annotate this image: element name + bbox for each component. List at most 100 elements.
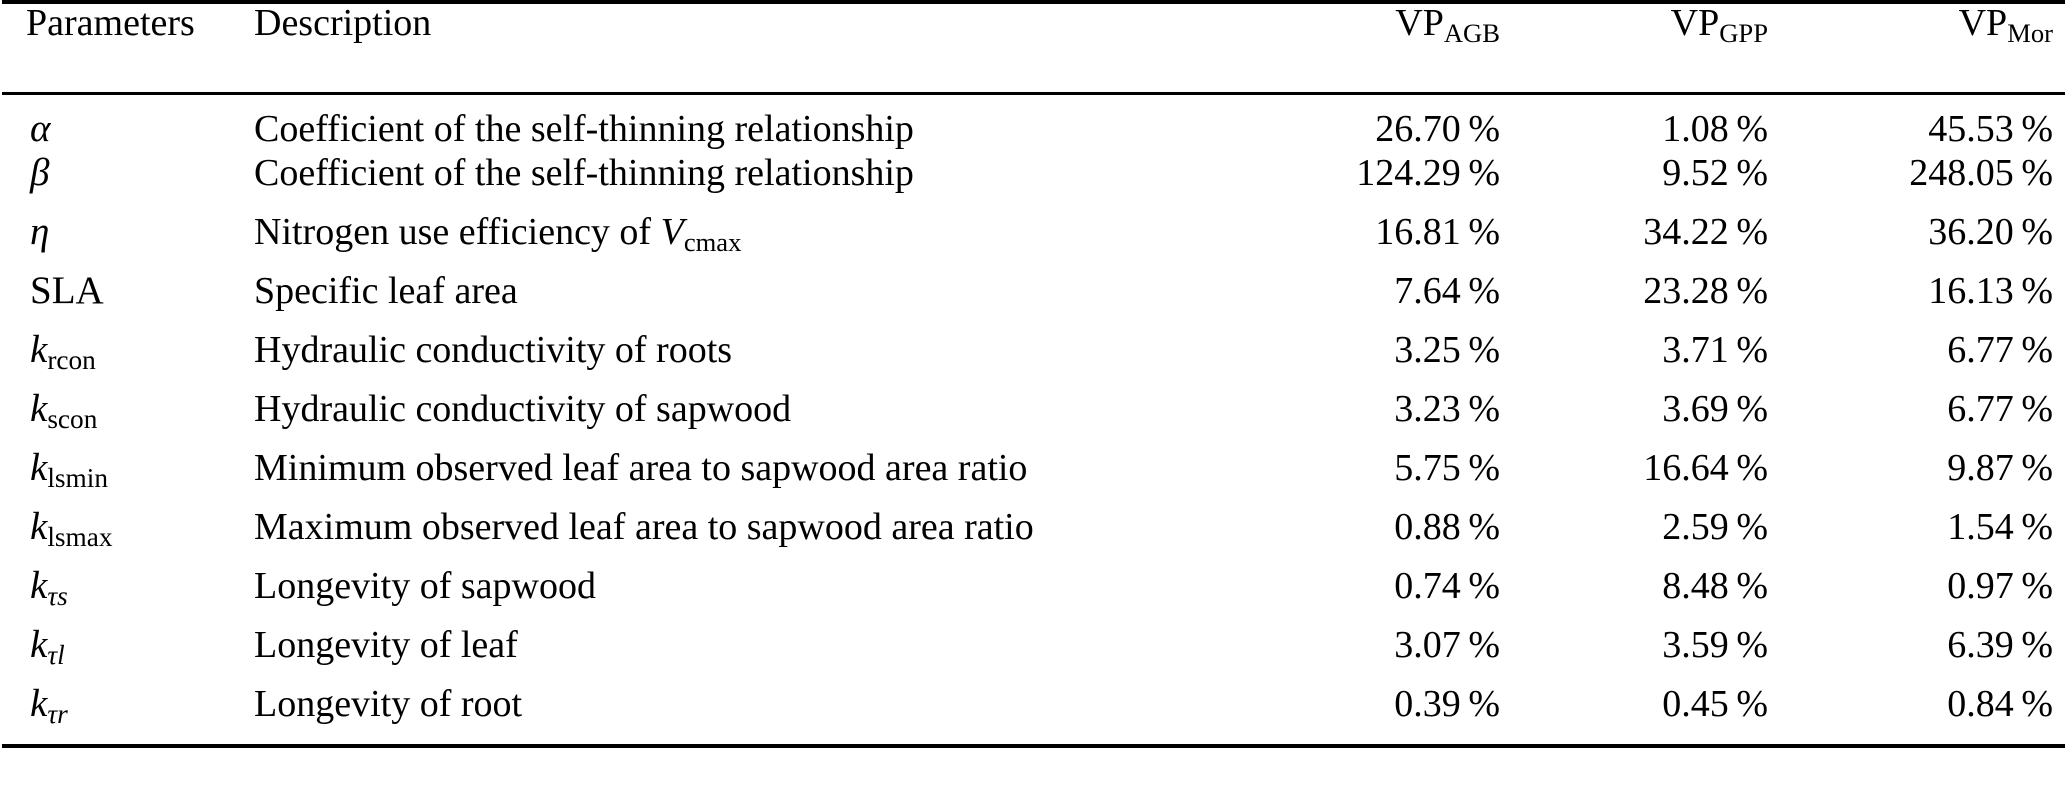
parameter-symbol-base: k <box>30 563 48 607</box>
value-vp-agb: 0.39 % <box>1240 683 1512 748</box>
table-row: klsmax Maximum observed leaf area to sapw… <box>2 507 2065 566</box>
parameter-symbol-base: k <box>30 386 48 430</box>
parameter-description: Longevity of leaf <box>230 625 1240 684</box>
value-vp-gpp: 34.22 % <box>1643 210 1768 253</box>
table-row: η Nitrogen use efficiency of Vcmax 16.81 %… <box>2 212 2065 271</box>
parameter-symbol-subscript: scon <box>47 403 98 434</box>
parameter-description: Minimum observed leaf area to sapwood ar… <box>230 448 1240 507</box>
value-vp-mor: 0.97 % <box>1947 564 2053 607</box>
column-header-vp-agb-base: VP <box>1395 2 1444 44</box>
parameter-symbol: kτs <box>2 566 230 625</box>
table-row: α Coefficient of the self-thinning relati… <box>2 94 2065 153</box>
parameter-symbol-subscript: τr <box>47 698 68 729</box>
parameter-symbol-base: k <box>30 622 48 666</box>
value-vp-agb: 3.25 % <box>1394 328 1500 371</box>
value-vp-mor: 16.13 % <box>1928 269 2053 312</box>
description-text: Maximum observed leaf area to sapwood ar… <box>254 505 1034 548</box>
parameter-symbol: kτl <box>2 625 230 684</box>
column-header-vp-mor-base: VP <box>1958 2 2008 44</box>
description-text: Longevity of root <box>254 682 523 725</box>
parameter-description: Longevity of root <box>230 682 1240 748</box>
value-vp-mor: 248.05 % <box>1909 151 2053 194</box>
value-vp-agb: 16.81 % <box>1375 210 1500 253</box>
parameter-description: Coefficient of the self-thinning relatio… <box>230 153 1240 212</box>
value-vp-mor: 6.77 % <box>1947 387 2053 430</box>
parameter-symbol-base: k <box>30 681 48 725</box>
value-vp-gpp: 16.64 % <box>1643 446 1768 489</box>
parameter-description: Longevity of sapwood <box>230 566 1240 625</box>
value-vp-agb: 0.74 % <box>1394 564 1500 607</box>
value-vp-mor: 0.84 % <box>1780 683 2065 748</box>
description-text: Coefficient of the self-thinning relatio… <box>254 108 914 150</box>
parameter-symbol: α <box>2 94 230 153</box>
parameter-symbol-base: k <box>30 327 48 371</box>
parameter-description: Hydraulic conductivity of sapwood <box>230 389 1240 448</box>
description-text: Longevity of leaf <box>254 623 518 666</box>
parameter-symbol-base: k <box>30 504 48 548</box>
parameter-symbol-subscript: rcon <box>47 344 96 375</box>
parameter-description: Hydraulic conductivity of roots <box>230 330 1240 389</box>
parameter-description: Nitrogen use efficiency of Vcmax <box>230 212 1240 271</box>
value-vp-mor: 6.39 % <box>1947 623 2053 666</box>
parameter-sensitivity-table: Parameters Description VPAGB VPGPP VPMor… <box>2 0 2065 748</box>
column-header-vp-agb-subscript: AGB <box>1443 17 1500 48</box>
table-row: kτl Longevity of leaf 3.07 % 3.59 % 6.39 % <box>2 625 2065 684</box>
column-header-parameters: Parameters <box>2 0 230 95</box>
parameter-symbol-base: k <box>30 445 48 489</box>
parameter-symbol-subscript: τl <box>47 639 65 670</box>
description-text: Longevity of sapwood <box>254 564 596 607</box>
parameter-description: Specific leaf area <box>230 271 1240 330</box>
parameter-description: Maximum observed leaf area to sapwood ar… <box>230 507 1240 566</box>
description-text: Hydraulic conductivity of sapwood <box>254 387 792 430</box>
parameter-symbol: SLA <box>2 271 230 330</box>
value-vp-gpp: 9.52 % <box>1662 151 1768 194</box>
value-vp-gpp: 3.59 % <box>1662 623 1768 666</box>
value-vp-gpp: 1.08 % <box>1662 108 1768 150</box>
value-vp-agb: 26.70 % <box>1375 108 1500 150</box>
column-header-vp-gpp: VPGPP <box>1512 0 1780 95</box>
parameter-symbol-subscript: lsmin <box>47 462 108 493</box>
parameter-symbol: krcon <box>2 330 230 389</box>
table-row: kτr Longevity of root 0.39 %0.45 %0.84 % <box>2 681 2065 748</box>
description-variable: V <box>660 210 684 253</box>
parameter-symbol-subscript: τs <box>47 580 68 611</box>
value-vp-gpp: 0.45 % <box>1512 683 1780 748</box>
column-header-vp-mor-subscript: Mor <box>2007 17 2053 48</box>
column-header-vp-gpp-subscript: GPP <box>1719 17 1768 48</box>
value-vp-mor: 9.87 % <box>1947 446 2053 489</box>
parameter-description: Coefficient of the self-thinning relatio… <box>230 94 1240 153</box>
description-text: Nitrogen use efficiency of <box>254 210 661 253</box>
parameter-symbol-base: η <box>30 209 50 253</box>
parameter-symbol: kscon <box>2 389 230 448</box>
value-vp-agb: 124.29 % <box>1356 151 1500 194</box>
table-row: β Coefficient of the self-thinning relati… <box>2 153 2065 212</box>
description-text: Coefficient of the self-thinning relatio… <box>254 151 914 194</box>
header-row: Parameters Description VPAGB VPGPP VPMor <box>2 0 2065 95</box>
value-vp-agb: 3.07 % <box>1394 623 1500 666</box>
parameter-symbol-base: β <box>30 150 50 194</box>
column-header-vp-agb: VPAGB <box>1240 0 1512 95</box>
value-vp-gpp: 2.59 % <box>1662 505 1768 548</box>
value-vp-gpp: 23.28 % <box>1643 269 1768 312</box>
parameter-symbol: β <box>2 153 230 212</box>
parameter-symbol-subscript: lsmax <box>47 521 113 552</box>
value-vp-mor: 36.20 % <box>1928 210 2053 253</box>
table-header: Parameters Description VPAGB VPGPP VPMor <box>2 0 2065 95</box>
column-header-vp-gpp-base: VP <box>1670 2 1720 44</box>
description-text: Specific leaf area <box>254 269 518 312</box>
value-vp-agb: 0.88 % <box>1394 505 1500 548</box>
parameter-symbol: klsmax <box>2 507 230 566</box>
parameter-symbol: klsmin <box>2 448 230 507</box>
description-variable-subscript: cmax <box>683 226 742 257</box>
parameter-symbol-base: α <box>30 107 51 150</box>
value-vp-agb: 5.75 % <box>1394 446 1500 489</box>
parameter-symbol: η <box>2 212 230 271</box>
value-vp-mor: 6.77 % <box>1947 328 2053 371</box>
column-header-description: Description <box>230 0 1240 95</box>
description-text: Hydraulic conductivity of roots <box>254 328 733 371</box>
